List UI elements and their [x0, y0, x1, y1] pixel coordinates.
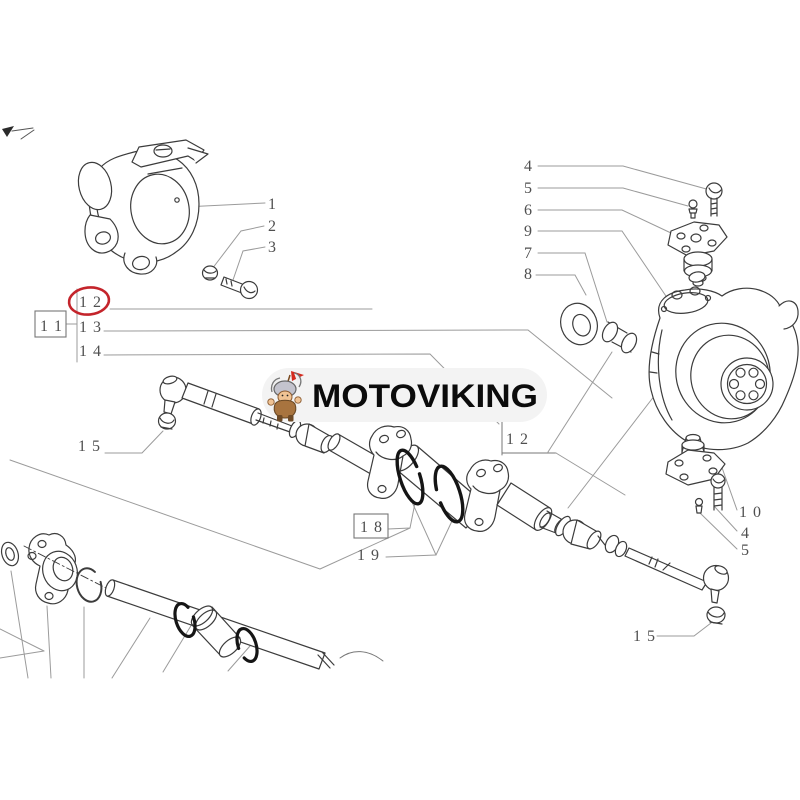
part-bushing-7-drawing — [601, 321, 638, 354]
part-grease-fitting-5-top-drawing — [688, 199, 698, 219]
callout-2-label: 2 — [268, 218, 277, 235]
viking-mascot-icon — [267, 371, 304, 422]
watermark: MOTOVIKING — [262, 368, 547, 422]
callout-5-bottom-label: 5 — [741, 542, 750, 559]
part-tie-rod-right-drawing — [624, 547, 730, 625]
callout-9-label: 9 — [524, 223, 533, 240]
callout-15-left-label: 1 5 — [78, 438, 101, 455]
callout-8-label: 8 — [524, 266, 533, 283]
callout-4-top-label: 4 — [524, 158, 533, 175]
part-drawings — [0, 139, 799, 670]
callout-7-label: 7 — [524, 245, 533, 262]
part-grease-fitting-5-bottom-drawing — [694, 497, 704, 514]
callout-labels: 1 2 3 4 5 6 9 7 8 1 0 4 5 1 1 1 2 1 3 1 … — [40, 158, 762, 645]
callout-boxes — [34, 310, 389, 539]
callout-box-11 — [34, 310, 67, 338]
part-bottom-left-axle-group-drawing — [0, 533, 335, 670]
callout-18-label: 1 8 — [360, 519, 383, 536]
part-bushing-nut-drawing — [604, 534, 628, 558]
callout-3-label: 3 — [268, 239, 277, 256]
callout-11-label: 1 1 — [40, 318, 63, 335]
callout-14-label: 1 4 — [79, 343, 102, 360]
part-seal-washer-8-drawing — [560, 302, 598, 346]
part-bolt-4-bottom-drawing — [710, 473, 726, 511]
callout-13-label: 1 3 — [79, 319, 102, 336]
part-clamp-drawing — [77, 139, 209, 275]
part-12-highlight-circle — [67, 286, 111, 316]
callout-5-top-label: 5 — [524, 180, 533, 197]
callout-12-circled-label: 1 2 — [79, 294, 102, 311]
callout-10-label: 1 0 — [739, 504, 762, 521]
part-inner-tie-rod-right-drawing — [555, 515, 606, 550]
part-inner-tie-rod-left-drawing — [288, 420, 334, 454]
part-bolt-3-drawing — [220, 276, 259, 300]
callout-6-label: 6 — [524, 202, 533, 219]
callout-19-label: 1 9 — [357, 547, 380, 564]
watermark-brand-text: MOTOVIKING — [312, 378, 538, 414]
callout-4-bottom-label: 4 — [741, 525, 750, 542]
part-steering-cylinder-assembly-drawing — [327, 425, 601, 542]
part-bolt-4-top-drawing — [705, 182, 723, 217]
watermark-banner — [262, 368, 547, 422]
part-tie-rod-left-drawing — [157, 375, 293, 433]
callout-15-right-label: 1 5 — [633, 628, 656, 645]
callout-12-boxed-label: 1 2 — [506, 431, 529, 448]
part-knuckle-housing-drawing — [648, 271, 799, 451]
part-nut-2-drawing — [201, 265, 219, 281]
part-upper-kingpin-6-drawing — [667, 221, 728, 287]
corner-arrow-icon — [2, 126, 14, 137]
callout-box-18 — [353, 513, 389, 539]
part-lower-kingpin-drawing — [665, 433, 726, 486]
callout-1-label: 1 — [268, 196, 277, 213]
